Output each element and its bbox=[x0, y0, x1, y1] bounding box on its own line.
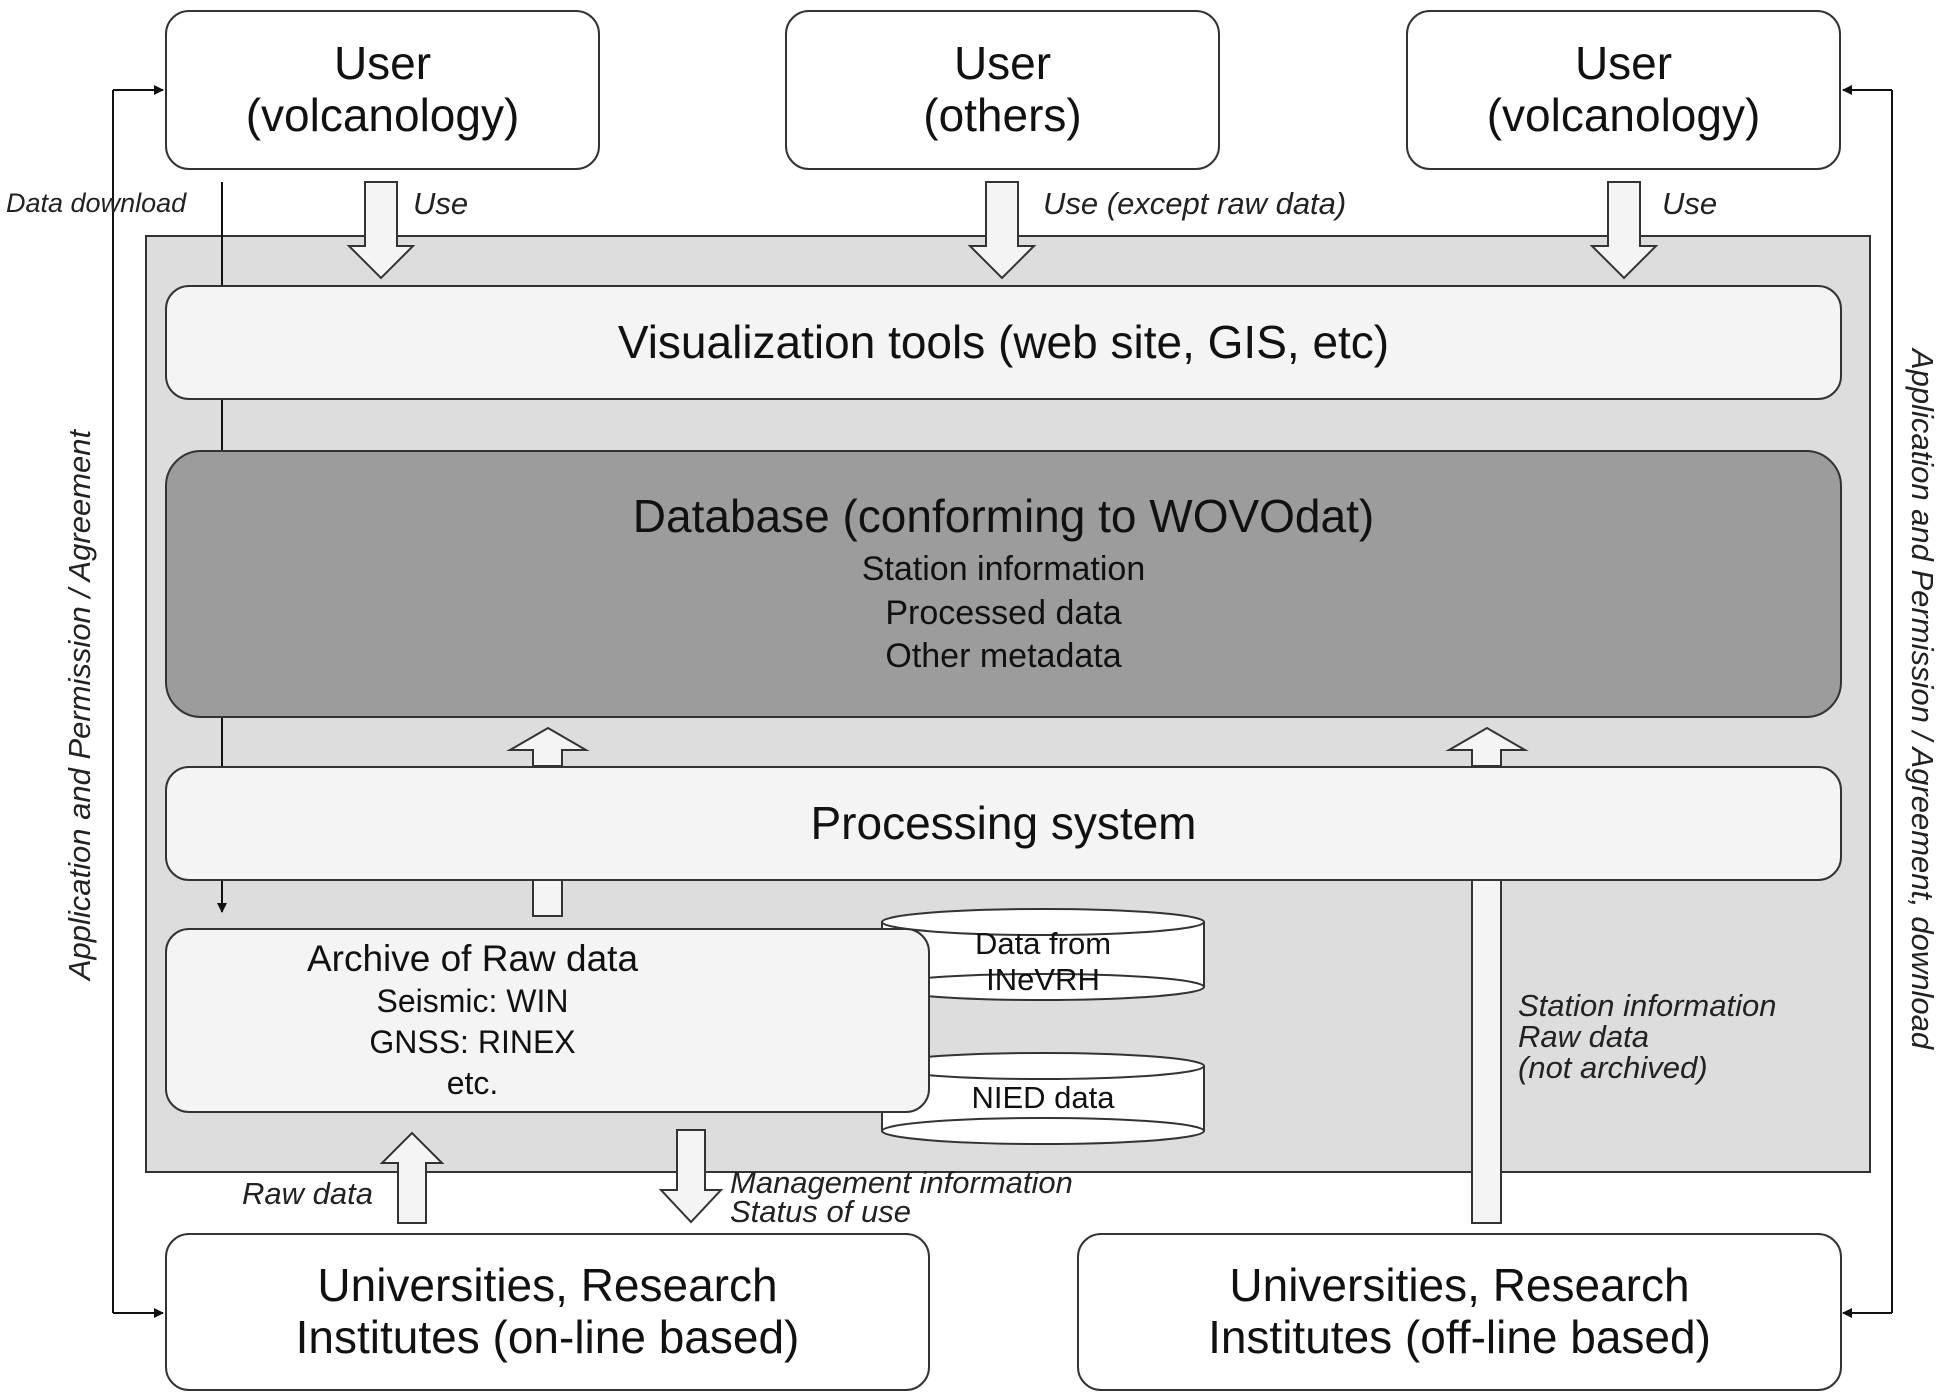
archive-line-gnss: GNSS: RINEX bbox=[369, 1024, 576, 1061]
visualization-title: Visualization tools (web site, GIS, etc) bbox=[617, 315, 1390, 368]
use-middle-label: Use (except raw data) bbox=[1043, 186, 1347, 221]
cylinder-inevrh bbox=[881, 908, 1205, 1001]
cylinder-nied bbox=[881, 1052, 1205, 1145]
visualization-tools-box: Visualization tools (web site, GIS, etc) bbox=[165, 285, 1842, 400]
management-arrow bbox=[658, 1129, 724, 1224]
archive-box: Archive of Raw data Seismic: WIN GNSS: R… bbox=[165, 928, 930, 1113]
management-label: Management information Status of use bbox=[730, 1165, 1073, 1230]
archive-title: Archive of Raw data bbox=[306, 937, 639, 979]
database-line-metadata: Other metadata bbox=[885, 637, 1122, 676]
use-arrow-left bbox=[346, 181, 416, 280]
online-line1: Universities, Research bbox=[317, 1259, 778, 1312]
cylinder-nied-label: NIED data bbox=[971, 1080, 1115, 1115]
user-middle-line2: (others) bbox=[923, 89, 1082, 141]
user-right-line1: User bbox=[1574, 37, 1673, 90]
archive-line-seismic: Seismic: WIN bbox=[376, 983, 569, 1020]
archive-line-etc: etc. bbox=[446, 1065, 499, 1102]
offline-line2: Institutes (off-line based) bbox=[1208, 1311, 1711, 1363]
user-middle-line1: User bbox=[953, 37, 1052, 90]
user-volcanology-left-box: User (volcanology) bbox=[165, 10, 600, 170]
offline-line-not-archived: (not archived) bbox=[1518, 1050, 1708, 1085]
use-arrow-middle bbox=[967, 181, 1037, 280]
processing-title: Processing system bbox=[810, 796, 1197, 849]
offline-data-arrow bbox=[1471, 879, 1502, 1224]
right-agreement-label: Application and Permission / Agreement, … bbox=[1905, 348, 1940, 1050]
raw-data-arrow bbox=[379, 1131, 445, 1224]
inevrh-line1: Data from bbox=[974, 926, 1112, 961]
left-agreement-label: Application and Permission / Agreement bbox=[62, 429, 97, 981]
online-line2: Institutes (on-line based) bbox=[295, 1311, 800, 1363]
data-download-label: Data download bbox=[6, 188, 187, 218]
database-line-station: Station information bbox=[861, 550, 1146, 589]
offline-line-raw: Raw data bbox=[1518, 1019, 1649, 1054]
user-left-line2: (volcanology) bbox=[245, 89, 520, 141]
archive-to-processing-arrow bbox=[532, 879, 563, 917]
cylinder-inevrh-label: Data from INeVRH bbox=[882, 926, 1204, 997]
offline-data-label: Station information Raw data (not archiv… bbox=[1518, 990, 1776, 1083]
management-line2: Status of use bbox=[730, 1194, 911, 1230]
institutes-online-box: Universities, Research Institutes (on-li… bbox=[165, 1233, 930, 1391]
use-right-label: Use bbox=[1662, 186, 1718, 221]
database-box: Database (conforming to WOVOdat) Station… bbox=[165, 450, 1842, 718]
database-line-processed: Processed data bbox=[885, 593, 1122, 632]
processing-system-box: Processing system bbox=[165, 766, 1842, 881]
user-volcanology-right-box: User (volcanology) bbox=[1406, 10, 1841, 170]
offline-line1: Universities, Research bbox=[1229, 1259, 1690, 1312]
database-title: Database (conforming to WOVOdat) bbox=[632, 490, 1375, 543]
processing-to-db-arrow-left bbox=[506, 726, 590, 767]
user-right-line2: (volcanology) bbox=[1486, 89, 1761, 141]
use-left-label: Use bbox=[413, 186, 469, 221]
processing-to-db-arrow-right bbox=[1445, 726, 1529, 767]
inevrh-line2: INeVRH bbox=[986, 961, 1100, 997]
institutes-offline-box: Universities, Research Institutes (off-l… bbox=[1077, 1233, 1842, 1391]
use-arrow-right bbox=[1589, 181, 1659, 280]
raw-data-label: Raw data bbox=[242, 1176, 373, 1211]
management-line1: Management information bbox=[730, 1165, 1073, 1200]
user-others-box: User (others) bbox=[785, 10, 1220, 170]
offline-line-station: Station information bbox=[1518, 988, 1777, 1023]
user-left-line1: User bbox=[333, 37, 432, 90]
